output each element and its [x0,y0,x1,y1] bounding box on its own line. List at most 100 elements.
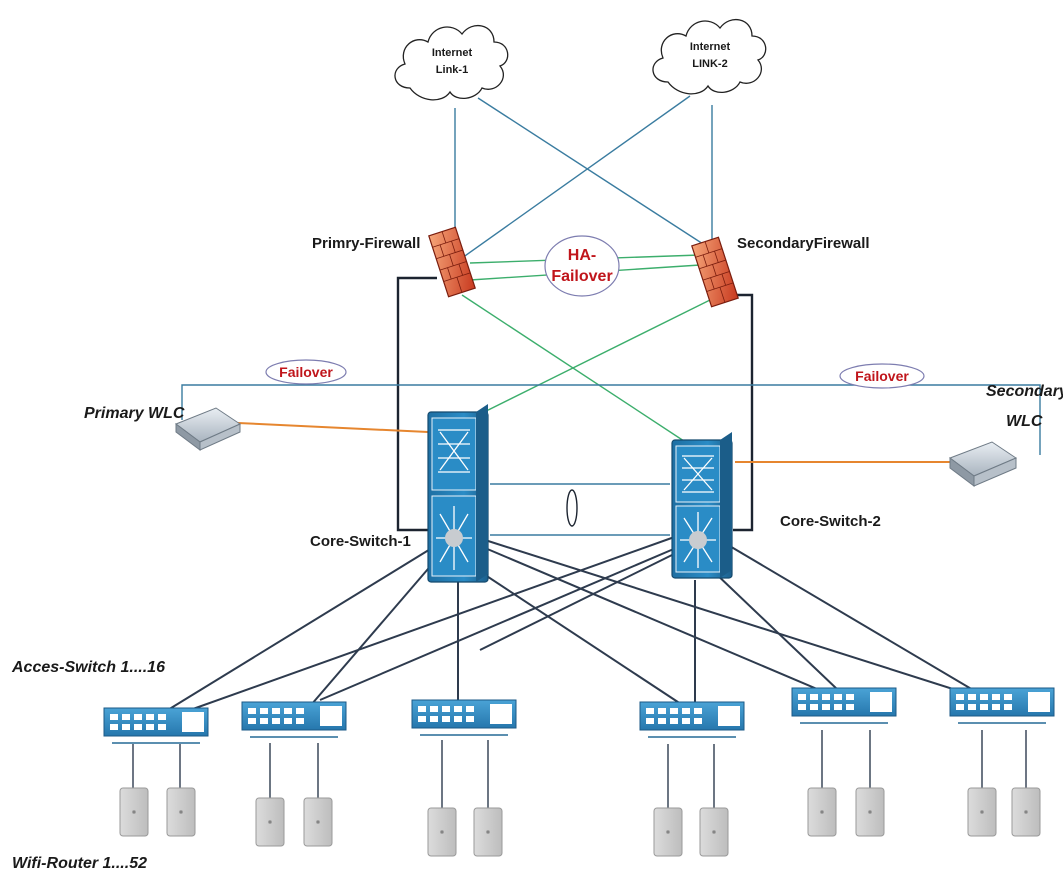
ha-failover-badge: HA- Failover [544,235,620,297]
switch-ports [418,706,474,722]
fw-core-links [457,294,711,446]
failover-badge-left: Failover [265,359,347,385]
core-switch-1-label: Core-Switch-1 [310,533,411,550]
secondary-fw-to-core1 [457,299,711,426]
wlc-links [237,422,950,463]
primary-firewall-label: Primry-Firewall [312,235,420,252]
switch-panel [870,692,892,712]
switch-ports [956,694,1012,710]
wifi-router-label: Wifi-Router 1....52 [12,855,147,872]
wifi-router [473,807,503,857]
wlc-front [973,457,1017,487]
secondary-firewall: SecondaryFirewall [691,235,870,308]
primary-fw-to-core2 [461,294,691,446]
core2-to-access3 [479,554,673,651]
core1-to-access2 [304,554,441,713]
wifi-router [303,797,333,847]
core1-to-access4 [469,564,691,711]
switch-panel [1028,692,1050,712]
switch-ports [248,708,304,724]
primary-wlc: Primary WLC [84,405,242,451]
ha-label-line2: Failover [551,268,612,285]
core2-to-access6 [727,544,991,701]
core-side [476,404,488,582]
failover-right-label: Failover [855,368,909,384]
cloud-1-line1: Internet [432,47,473,59]
core1-to-access6 [484,539,1001,705]
primary-firewall: Primry-Firewall [312,226,476,298]
core-center-dot [445,529,463,547]
access-switch [949,687,1055,724]
core-switch-2: Core-Switch-2 [671,432,881,579]
internet-cloud-1: Internet Link-1 [394,24,509,101]
access-switch [103,707,209,744]
wifi-router [855,787,885,837]
wlc-failover-link [181,384,1041,455]
core-top-panel [431,417,477,491]
failover-ellipse [265,359,347,385]
failover-ellipse [839,363,925,389]
access-switch [639,701,745,738]
access-switches [103,687,1055,744]
wifi-router [427,807,457,857]
core2-to-access5 [711,569,839,691]
cloud-links [454,95,721,259]
access-ap-links [132,730,1027,808]
switch-panel [490,704,512,724]
link1-to-secondary-fw [477,97,721,256]
wifi-routers [119,787,1041,857]
link2-to-primary-fw [461,95,691,259]
switch-ports [798,694,854,710]
core-top-arrows [438,429,470,473]
core2-to-access1 [161,534,681,721]
core-switch-1: Core-Switch-1 [310,404,489,583]
access-switch [411,699,517,736]
core-center-dot [689,531,707,549]
core-interconnect [490,483,670,536]
primary-wlc-link [237,422,429,433]
cloud-2-line1: Internet [690,41,731,53]
ha-ellipse [544,235,620,297]
core1-to-access1 [157,547,433,717]
fw-core-dark-links [396,276,754,532]
switch-panel [320,706,342,726]
secondary-fw-down-link [733,293,754,532]
wifi-router [166,787,196,837]
access-switch [241,701,347,738]
secondary-wlc: Secondary WLC [948,383,1063,487]
failover-left-label: Failover [279,364,333,380]
core-top-arrows [682,455,714,493]
cloud-2-line2: LINK-2 [692,58,727,70]
wifi-router [699,807,729,857]
cloud-1-line2: Link-1 [436,64,468,76]
wlc-front [199,423,241,451]
cloud-icon [394,24,509,101]
ha-label-line1: HA- [568,247,596,264]
core-access-links [157,534,1001,721]
switch-panel [718,706,740,726]
secondary-wlc-label-line2: WLC [1006,413,1043,430]
switch-ports [646,708,702,724]
failover-line [181,384,1041,455]
access-switch-label: Acces-Switch 1....16 [11,659,165,676]
core-side [720,432,732,578]
core-switch-2-label: Core-Switch-2 [780,513,881,530]
cloud-icon [652,18,767,95]
wifi-router [653,807,683,857]
wifi-router [255,797,285,847]
port-channel-ring [566,489,578,527]
wifi-router [119,787,149,837]
core1-to-access5 [484,547,851,704]
wifi-router [1011,787,1041,837]
switch-ports [110,714,166,730]
secondary-wlc-label-line1: Secondary [986,383,1063,400]
primary-fw-down-link [396,276,437,532]
core2-to-access2 [319,547,677,701]
internet-cloud-2: Internet LINK-2 [652,18,767,95]
wifi-router [807,787,837,837]
wifi-router [967,787,997,837]
secondary-firewall-label: SecondaryFirewall [737,235,870,252]
access-switch [791,687,897,724]
failover-badge-right: Failover [839,363,925,389]
